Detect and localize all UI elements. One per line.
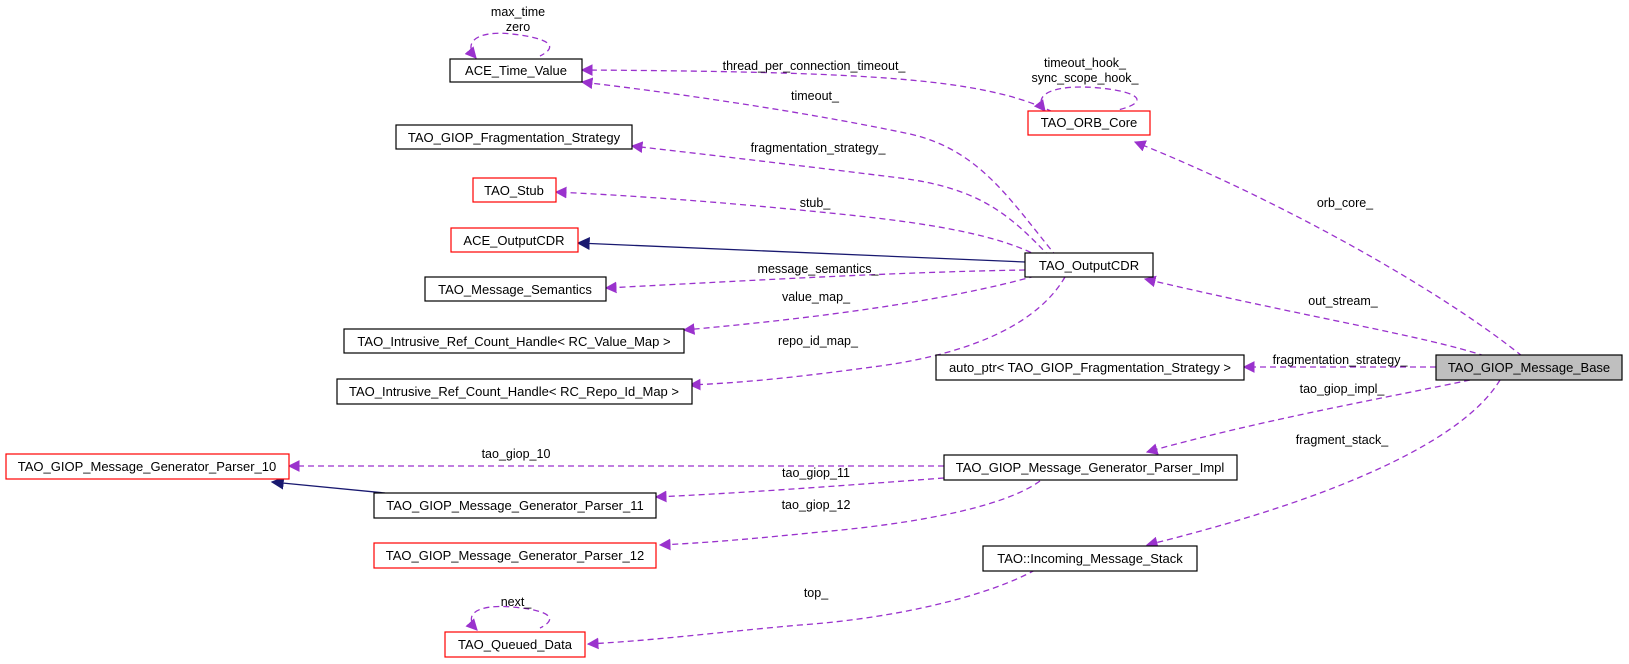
svg-text:TAO_GIOP_Message_Base: TAO_GIOP_Message_Base — [1448, 360, 1610, 375]
label-tao-giop-10: tao_giop_10 — [482, 447, 551, 461]
svg-text:TAO_Queued_Data: TAO_Queued_Data — [458, 637, 573, 652]
label-repo-id-map: repo_id_map_ — [778, 334, 859, 348]
node-fragmentation-strategy[interactable]: TAO_GIOP_Fragmentation_Strategy — [395, 124, 633, 150]
svg-text:TAO::Incoming_Message_Stack: TAO::Incoming_Message_Stack — [997, 551, 1183, 566]
label-max-time: max_time — [491, 5, 545, 19]
node-incoming-message-stack[interactable]: TAO::Incoming_Message_Stack — [982, 545, 1198, 572]
label-timeout-hook: timeout_hook_ — [1044, 56, 1127, 70]
label-fragmentation-strategy-2: fragmentation_strategy_ — [1273, 353, 1409, 367]
edge-repo-id-map — [688, 276, 1066, 391]
label-next: next_ — [501, 595, 533, 609]
svg-text:TAO_GIOP_Message_Generator_Par: TAO_GIOP_Message_Generator_Parser_12 — [386, 548, 644, 563]
node-ace-outputcdr[interactable]: ACE_OutputCDR — [450, 227, 579, 253]
node-parser-11[interactable]: TAO_GIOP_Message_Generator_Parser_11 — [373, 492, 657, 519]
svg-text:auto_ptr< TAO_GIOP_Fragmentati: auto_ptr< TAO_GIOP_Fragmentation_Strateg… — [949, 360, 1231, 375]
edge-tao-giop-impl — [1145, 379, 1471, 455]
svg-text:TAO_GIOP_Fragmentation_Strateg: TAO_GIOP_Fragmentation_Strategy — [408, 130, 621, 145]
node-parser-impl[interactable]: TAO_GIOP_Message_Generator_Parser_Impl — [943, 454, 1238, 481]
svg-text:TAO_Intrusive_Ref_Count_Handle: TAO_Intrusive_Ref_Count_Handle< RC_Value… — [357, 334, 670, 349]
node-ref-count-value-map[interactable]: TAO_Intrusive_Ref_Count_Handle< RC_Value… — [343, 328, 685, 354]
edge-tao-giop-11 — [654, 477, 945, 503]
node-tao-outputcdr[interactable]: TAO_OutputCDR — [1024, 252, 1154, 278]
svg-text:TAO_Intrusive_Ref_Count_Handle: TAO_Intrusive_Ref_Count_Handle< RC_Repo_… — [349, 384, 679, 399]
edge-value-map — [682, 275, 1036, 335]
edge-out-stream — [1143, 275, 1486, 357]
node-parser-12[interactable]: TAO_GIOP_Message_Generator_Parser_12 — [373, 542, 657, 569]
label-fragment-stack: fragment_stack_ — [1296, 433, 1389, 447]
svg-text:TAO_Message_Semantics: TAO_Message_Semantics — [438, 282, 592, 297]
svg-text:TAO_Stub: TAO_Stub — [484, 183, 544, 198]
edge-timeout — [580, 77, 1058, 258]
svg-text:TAO_GIOP_Message_Generator_Par: TAO_GIOP_Message_Generator_Parser_10 — [18, 459, 276, 474]
svg-text:TAO_ORB_Core: TAO_ORB_Core — [1041, 115, 1138, 130]
svg-text:TAO_OutputCDR: TAO_OutputCDR — [1039, 258, 1139, 273]
label-thread-per-connection-timeout: thread_per_connection_timeout_ — [723, 59, 907, 73]
svg-text:ACE_Time_Value: ACE_Time_Value — [465, 63, 567, 78]
edge-orb-core-self — [1033, 86, 1138, 112]
label-tao-giop-11: tao_giop_11 — [782, 466, 850, 480]
edge-top — [586, 569, 1036, 650]
label-tao-giop-12: tao_giop_12 — [782, 498, 851, 512]
label-sync-scope-hook: sync_scope_hook_ — [1031, 71, 1139, 85]
edge-message-semantics — [604, 269, 1026, 294]
node-ace-time-value[interactable]: ACE_Time_Value — [449, 58, 583, 83]
label-top: top_ — [804, 586, 829, 600]
label-timeout: timeout_ — [791, 89, 840, 103]
label-stub: stub_ — [800, 196, 832, 210]
svg-text:ACE_OutputCDR: ACE_OutputCDR — [463, 233, 564, 248]
node-parser-10[interactable]: TAO_GIOP_Message_Generator_Parser_10 — [5, 453, 290, 480]
edge-tao-giop-12 — [658, 480, 1041, 551]
svg-text:TAO_GIOP_Message_Generator_Par: TAO_GIOP_Message_Generator_Parser_Impl — [956, 460, 1225, 475]
edge-inherit-parser-10 — [270, 476, 386, 494]
node-ref-count-repo-id-map[interactable]: TAO_Intrusive_Ref_Count_Handle< RC_Repo_… — [336, 378, 693, 405]
node-giop-message-base[interactable]: TAO_GIOP_Message_Base — [1435, 354, 1623, 381]
edge-stub — [554, 186, 1041, 258]
edge-fragmentation-strategy-1 — [630, 141, 1051, 258]
edge-inherit-ace-outputcdr — [576, 237, 1026, 263]
node-tao-orb-core[interactable]: TAO_ORB_Core — [1027, 110, 1151, 136]
label-tao-giop-impl: tao_giop_impl_ — [1300, 382, 1386, 396]
label-value-map: value_map_ — [782, 290, 851, 304]
edge-time-value-self — [464, 32, 551, 59]
label-zero: zero — [506, 20, 530, 34]
label-message-semantics: message_semantics_ — [758, 262, 880, 276]
label-out-stream: out_stream_ — [1308, 294, 1379, 308]
label-orb-core: orb_core_ — [1317, 196, 1374, 210]
edge-queued-data-self — [465, 605, 551, 631]
svg-text:TAO_GIOP_Message_Generator_Par: TAO_GIOP_Message_Generator_Parser_11 — [386, 498, 643, 513]
edge-fragment-stack — [1145, 379, 1501, 549]
edge-orb-core — [1133, 140, 1523, 357]
node-auto-ptr-fragmentation[interactable]: auto_ptr< TAO_GIOP_Fragmentation_Strateg… — [935, 354, 1245, 381]
node-queued-data[interactable]: TAO_Queued_Data — [444, 631, 586, 658]
node-tao-stub[interactable]: TAO_Stub — [472, 177, 557, 203]
label-fragmentation-strategy-1: fragmentation_strategy_ — [751, 141, 887, 155]
node-message-semantics[interactable]: TAO_Message_Semantics — [424, 276, 607, 302]
